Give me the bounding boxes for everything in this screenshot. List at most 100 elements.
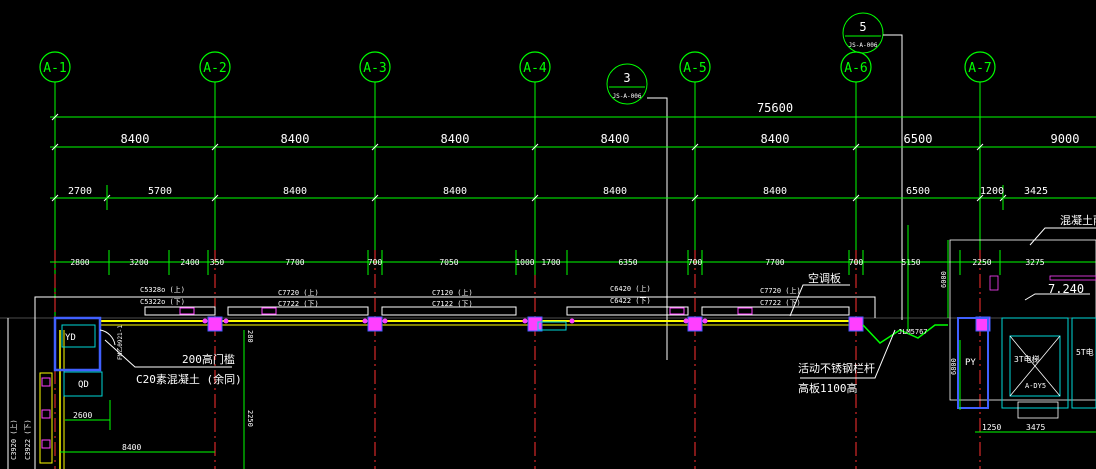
axis-bubble-a5[interactable]: A-5 (679, 51, 711, 83)
dim-row3-text: 700 (849, 258, 864, 267)
axis-bubble-a1[interactable]: A-1 (39, 51, 71, 83)
mark-280: 280 (246, 330, 254, 343)
annotation-concrete-rain: 混凝土雨 (1060, 213, 1096, 227)
dim-row1-text: 8400 (761, 132, 790, 146)
section-symbol-3[interactable]: 3 JS-A-006 (606, 63, 668, 360)
dimension-row-1: 8400 8400 8400 8400 8400 6500 9000 (50, 132, 1096, 151)
window-label-bottom: C7722 (下) (760, 299, 801, 307)
room-elevator-1: 3T电梯 (1014, 354, 1040, 364)
axis-label: A-3 (363, 61, 386, 76)
left-rooms: YD QD FM乙0921-1 2600 8400 280 2250 C3920… (9, 316, 254, 469)
dim-row1-text: 8400 (601, 132, 630, 146)
room-yd: YD (65, 333, 76, 343)
door-code-fm: FM乙0921-1 (117, 325, 124, 360)
axis-label: A-2 (203, 61, 226, 76)
dim-row3-text: 3200 (129, 258, 148, 267)
dim-row3-text: 700 (368, 258, 383, 267)
dim-right-small-2: 3475 (1026, 423, 1045, 432)
axis-label: A-4 (523, 61, 547, 76)
annotation-ac-board: 空调板 (808, 271, 841, 285)
room-ady: A-DY5 (1025, 382, 1046, 390)
axis-bubble-a2[interactable]: A-2 (199, 51, 231, 83)
dim-left-small: 2600 (73, 411, 92, 420)
window-label-top: C7120 (上) (432, 288, 473, 297)
dim-row2-text: 8400 (763, 186, 787, 197)
annotation-railing-1: 活动不锈钢栏杆 (798, 361, 875, 375)
dim-vert-2250: 2250 (246, 410, 254, 427)
dim-overall-text: 75600 (757, 101, 793, 115)
dimension-row-3: 2800 3200 2400 350 7700 700 7050 1000 17… (50, 240, 1096, 318)
window-label-bottom: C5322o (下) (140, 298, 185, 306)
section-number: 3 (623, 71, 630, 85)
dim-row3-text: 6350 (618, 258, 637, 267)
room-qd: QD (78, 380, 89, 390)
window-label-bottom: C6422 (下) (610, 297, 651, 305)
dim-row1-text: 8400 (441, 132, 470, 146)
axis-label: A-7 (968, 61, 991, 76)
dim-row2-text: 8400 (603, 186, 627, 197)
column-a6 (848, 316, 864, 332)
window-label-top: C6420 (上) (610, 284, 651, 293)
annotation-wall-200: 200高门槛 (182, 352, 235, 366)
axis-bubble-a6[interactable]: A-6 (840, 51, 872, 83)
dim-row1-text: 6500 (904, 132, 933, 146)
window-label-bottom: C7722 (下) (278, 300, 319, 308)
window-labels: C5328o (上) C5322o (下) C7720 (上) C7722 (下… (140, 284, 850, 316)
dim-left-bottom: 8400 (122, 443, 141, 452)
dim-vert-6800: 6800 (950, 358, 958, 375)
window-label-top: C7720 (上) (278, 288, 319, 297)
railing: JLM5767 活动不锈钢栏杆 高板1100高 (798, 225, 948, 395)
dim-row3-text: 2800 (70, 258, 89, 267)
right-rooms: PY 3T电梯 A-DY5 5T电 1250 3475 6800 (949, 239, 1096, 433)
dim-row3-text: 350 (210, 258, 225, 267)
annotation-level: 7.240 (1048, 282, 1084, 296)
dim-row3-text: 2400 (180, 258, 199, 267)
left-vertical-label: C3922 (下) (24, 419, 32, 460)
axis-bubbles: A-1 A-2 A-3 A-4 A-5 A-6 A-7 (39, 51, 996, 83)
axis-label: A-6 (844, 61, 867, 76)
column-a2 (207, 316, 223, 332)
window-label-top: C5328o (上) (140, 285, 185, 294)
dim-row2-text: 5700 (148, 186, 172, 197)
building-outline (0, 296, 1096, 469)
axis-label: A-1 (43, 61, 66, 76)
axis-bubble-a4[interactable]: A-4 (519, 51, 551, 83)
section-ref: JS-A-006 (613, 93, 642, 100)
dim-row2-text: 8400 (283, 186, 307, 197)
axis-bubble-a7[interactable]: A-7 (964, 51, 996, 83)
section-ref: JS-A-006 (849, 42, 878, 49)
dim-row1-text: 8400 (121, 132, 150, 146)
section-symbol-5[interactable]: 5 JS-A-006 (842, 12, 903, 320)
right-annotations: 混凝土雨 7.240 (989, 213, 1096, 301)
dim-row3-text: 7700 (285, 258, 304, 267)
dim-row2-text: 6500 (906, 186, 930, 197)
ac-board-annotation: 空调板 (789, 271, 850, 317)
window-label-bottom: C7122 (下) (432, 300, 473, 308)
column-a5 (687, 316, 703, 332)
dim-row2-text: 2700 (68, 186, 92, 197)
dim-row3-text: 1700 (541, 258, 560, 267)
dim-row2-text: 8400 (443, 186, 467, 197)
dim-row1-text: 9000 (1051, 132, 1080, 146)
section-number: 5 (859, 20, 866, 34)
dim-row3-vertical: 6000 (940, 271, 948, 288)
room-elevator-2: 5T电 (1076, 347, 1094, 357)
column-a3 (367, 316, 383, 332)
annotation-railing-2: 高板1100高 (798, 381, 858, 395)
dim-row3-text: 1000 (515, 258, 534, 267)
dim-row3-text: 3275 (1025, 258, 1044, 267)
main-wall (59, 320, 860, 469)
window-label-top: C7720 (上) (760, 286, 801, 295)
dim-row3-text: 5150 (901, 258, 920, 267)
dim-row3-text: 700 (688, 258, 703, 267)
dim-row3-text: 2250 (972, 258, 991, 267)
dimension-row-2: 2700 5700 8400 8400 8400 8400 6500 1200 … (50, 185, 1096, 210)
room-py: PY (965, 358, 976, 368)
axis-bubble-a3[interactable]: A-3 (359, 51, 391, 83)
dim-right-small-1: 1250 (982, 423, 1001, 432)
dim-row1-text: 8400 (281, 132, 310, 146)
dim-row2-text: 3425 (1024, 186, 1048, 197)
axis-grid-lines (54, 82, 981, 469)
dimension-overall: 75600 (50, 101, 1096, 121)
